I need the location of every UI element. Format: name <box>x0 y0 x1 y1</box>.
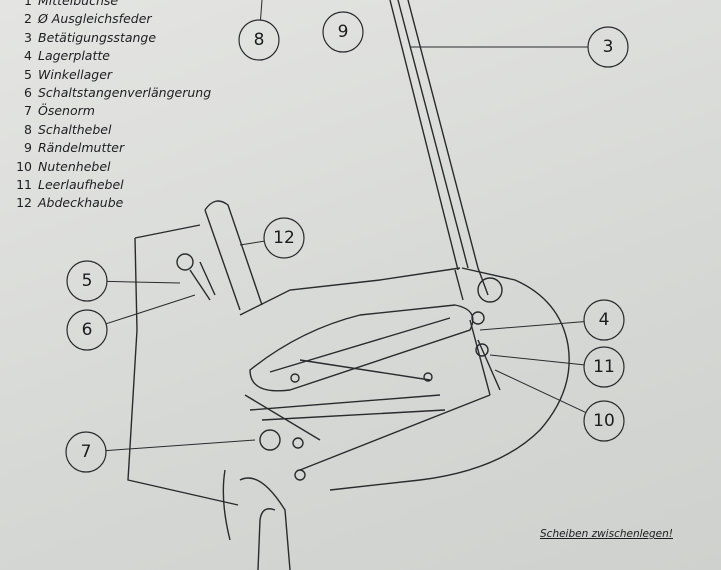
legend-label: Mittelbuchse <box>38 0 119 8</box>
legend-label: Nutenhebel <box>38 158 111 174</box>
legend-number: 1 <box>24 0 32 8</box>
callout-number: 4 <box>599 310 610 330</box>
callout-circle <box>66 309 108 351</box>
callout-number: 6 <box>82 320 93 340</box>
callout-10: 10 <box>494 369 625 442</box>
actuating-rod <box>389 0 479 271</box>
callout-circle <box>583 400 625 442</box>
legend-item: 6 Schaltstangenverlängerung <box>12 84 211 102</box>
callout-number: 9 <box>338 22 349 42</box>
callout-6: 6 <box>66 294 196 351</box>
cover-hood <box>204 200 263 311</box>
parts-legend: 1 Mittelbuchse 2 Ø Ausgleichsfeder 3 Betätigu… <box>12 0 211 213</box>
callout-number: 8 <box>254 30 265 50</box>
callout-number: 11 <box>593 357 615 377</box>
legend-item: 3 Betätigungsstange <box>12 29 211 47</box>
legend-item: 8 Schalthebel <box>12 121 211 139</box>
leader-line <box>259 0 263 21</box>
callout-8: 8 <box>238 0 280 61</box>
callout-circle <box>238 19 280 61</box>
leader-line <box>106 280 181 284</box>
bearing-plate <box>249 304 474 392</box>
legend-item: 5 Winkellager <box>12 66 211 84</box>
callout-circle <box>583 346 625 388</box>
legend-label: Betätigungsstange <box>38 29 157 45</box>
callout-7: 7 <box>65 431 256 473</box>
legend-number: 8 <box>24 121 32 137</box>
callout-number: 3 <box>603 37 614 57</box>
levers <box>244 319 501 471</box>
legend-item: 9 Rändelmutter <box>12 139 211 157</box>
legend-number: 5 <box>24 66 32 82</box>
housing-outline <box>127 224 570 506</box>
callout-circle <box>587 26 629 68</box>
leader-line <box>105 294 196 325</box>
callout-number: 7 <box>81 442 92 462</box>
callout-circle <box>322 11 364 53</box>
leader-line <box>479 321 585 331</box>
legend-number: 10 <box>16 158 32 174</box>
legend-number: 3 <box>24 29 32 45</box>
knurled-nut <box>477 277 503 303</box>
legend-number: 2 <box>24 11 32 27</box>
instruction-note: Scheiben zwischenlegen! <box>540 528 673 540</box>
legend-item: 2 Ø Ausgleichsfeder <box>12 10 211 28</box>
callout-4: 4 <box>479 299 625 341</box>
legend-label: Ø Ausgleichsfeder <box>38 11 152 27</box>
callout-11: 11 <box>489 346 625 388</box>
callout-circle <box>583 299 625 341</box>
leader-line <box>105 439 256 452</box>
callout-circle <box>65 431 107 473</box>
legend-label: Ösenorm <box>38 103 95 119</box>
legend-item: 11 Leerlaufhebel <box>12 176 211 194</box>
legend-number: 4 <box>24 48 32 64</box>
callout-number: 12 <box>273 228 295 248</box>
callout-5: 5 <box>66 260 181 302</box>
legend-item: 1 Mittelbuchse <box>12 0 211 10</box>
callout-circle <box>66 260 108 302</box>
callout-3: 3 <box>410 26 629 68</box>
legend-item: 7 Ösenorm <box>12 102 211 120</box>
legend-number: 11 <box>16 177 32 193</box>
legend-item: 12 Abdeckhaube <box>12 194 211 212</box>
legend-number: 9 <box>24 140 32 156</box>
callout-circle <box>263 217 305 259</box>
legend-label: Leerlaufhebel <box>38 177 124 193</box>
leader-line <box>489 354 585 366</box>
callout-12: 12 <box>239 217 305 259</box>
legend-label: Abdeckhaube <box>38 195 124 211</box>
legend-label: Schaltstangenverlängerung <box>38 85 212 101</box>
callout-number: 10 <box>593 411 615 431</box>
legend-label: Schalthebel <box>38 121 112 137</box>
legend-number: 12 <box>16 195 32 211</box>
legend-item: 4 Lagerplatte <box>12 47 211 65</box>
callout-number: 5 <box>82 271 93 291</box>
legend-number: 7 <box>24 103 32 119</box>
legend-label: Rändelmutter <box>38 140 125 156</box>
legend-item: 10 Nutenhebel <box>12 158 211 176</box>
linkage-sketch <box>127 0 570 570</box>
leader-line <box>239 240 265 246</box>
legend-number: 6 <box>24 85 32 101</box>
callout-9: 9 <box>322 11 364 53</box>
legend-label: Lagerplatte <box>38 48 110 64</box>
legend-label: Winkellager <box>38 66 113 82</box>
callout-group: 8 9 3 12 5 6 4 11 10 7 <box>65 0 629 473</box>
leader-line <box>494 369 587 413</box>
angle-bearing <box>176 253 194 271</box>
